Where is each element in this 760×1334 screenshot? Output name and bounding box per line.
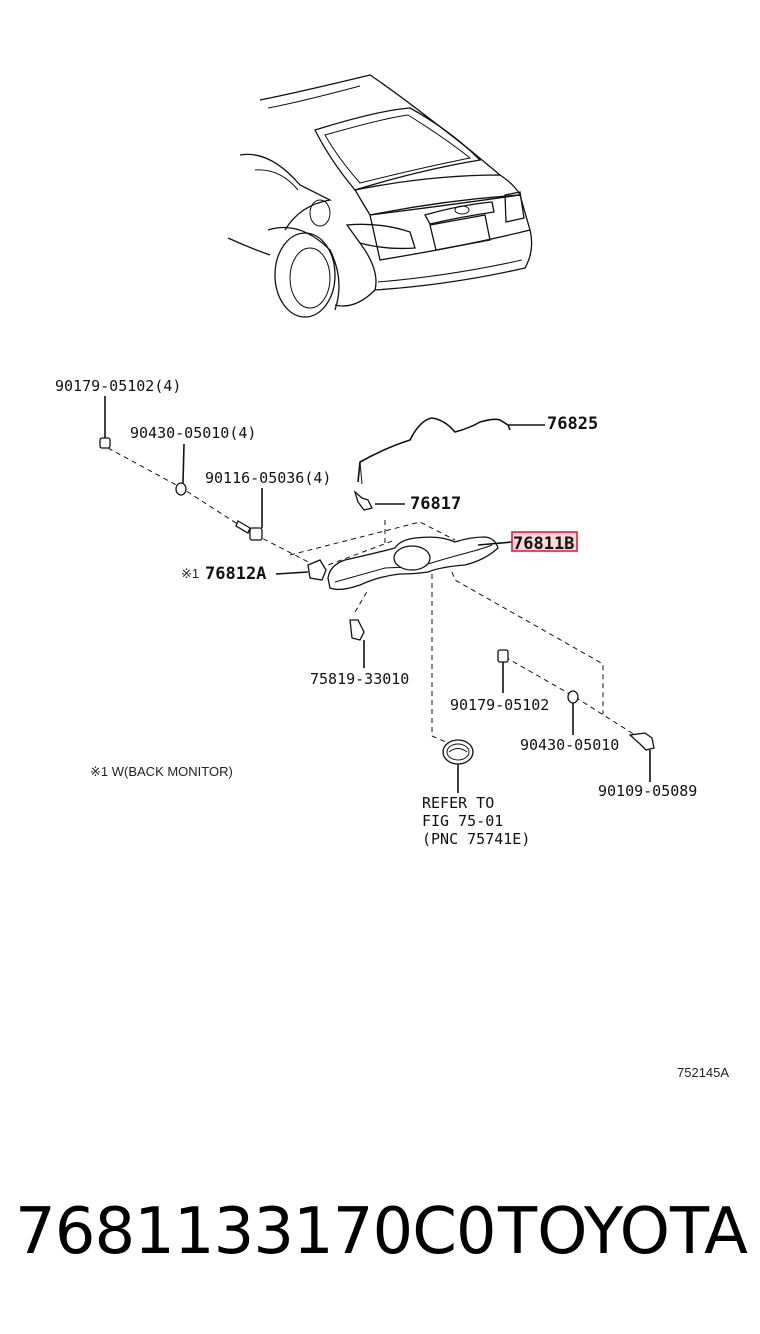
refer-note: REFER TO FIG 75-01 (PNC 75741E) [422, 794, 530, 848]
label-bolt-long-4[interactable]: 90116-05036(4) [205, 469, 331, 487]
refer-line-2: FIG 75-01 [422, 812, 503, 830]
highlight-box [511, 531, 578, 552]
hose-part [357, 417, 511, 485]
label-bracket-mark: ※1 [181, 566, 199, 581]
callout-labels: 90179-05102(4) 90430-05010(4) 90116-0503… [55, 377, 697, 800]
label-washer-4[interactable]: 90430-05010(4) [130, 424, 256, 442]
label-bolt-4[interactable]: 90179-05102(4) [55, 377, 181, 395]
garnish-part [327, 536, 499, 591]
label-garnish[interactable]: 76811B [513, 534, 574, 554]
leader-lines [104, 396, 651, 793]
label-bracket[interactable]: 76812A [205, 564, 266, 584]
refer-line-1: REFER TO [422, 794, 494, 812]
emblem-part [442, 739, 474, 765]
label-retainer[interactable]: 75819-33010 [310, 670, 409, 688]
label-clip[interactable]: 76817 [410, 494, 461, 514]
label-screw[interactable]: 90109-05089 [598, 782, 697, 800]
figure-id: 752145A [677, 1065, 729, 1080]
footer-part-code: 7681133170C0 [15, 1195, 497, 1269]
footer-brand: TOYOTA [498, 1195, 748, 1269]
label-washer-single[interactable]: 90430-05010 [520, 736, 619, 754]
label-hose[interactable]: 76825 [547, 414, 598, 434]
car-rear-illustration [227, 74, 533, 318]
hardware-parts [99, 437, 655, 751]
footer: 7681133170C0 TOYOTA [0, 1195, 760, 1285]
label-bolt-single[interactable]: 90179-05102 [450, 696, 549, 714]
refer-line-3: (PNC 75741E) [422, 830, 530, 848]
assembly-lines [107, 447, 644, 743]
back-monitor-note: ※1 W(BACK MONITOR) [90, 764, 233, 779]
